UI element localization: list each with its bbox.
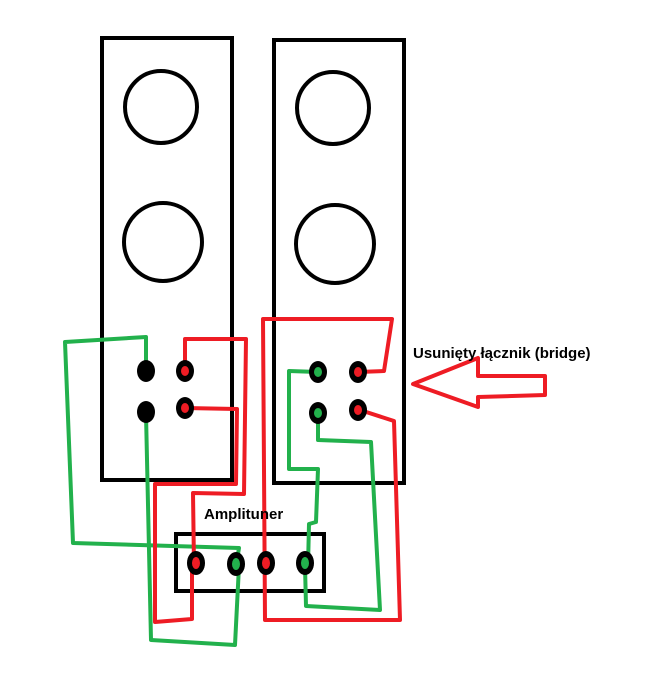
- left-terminal-negative-bottom: [137, 401, 155, 423]
- left-terminal-positive-top-dot: [181, 366, 189, 376]
- bridge-removed-label: Usunięty łącznik (bridge): [413, 345, 591, 362]
- amp-terminal-3-dot: [262, 557, 270, 569]
- right-terminal-negative-bottom-dot: [314, 408, 322, 418]
- amplituner-box: [174, 532, 326, 593]
- green-wire-left-top-to-amp: [63, 335, 241, 568]
- left-terminal-negative-top: [137, 360, 155, 382]
- green-wire-right-bottom-to-amp: [303, 412, 382, 612]
- red-wire-right-top-to-amp: [261, 317, 402, 622]
- amp-terminal-1-dot: [192, 557, 200, 569]
- arrow-left-icon: [411, 356, 547, 409]
- amplituner-terminals: [187, 551, 314, 576]
- left-speaker-woofer: [122, 201, 204, 283]
- right-speaker-tweeter: [295, 70, 371, 146]
- right-speaker: [272, 38, 406, 485]
- positive-wires: [153, 317, 402, 624]
- amp-terminal-4-dot: [301, 557, 309, 569]
- right-terminal-positive-top-dot: [354, 367, 362, 377]
- amp-terminal-2-dot: [232, 558, 240, 570]
- negative-wires: [63, 335, 382, 647]
- right-speaker-cabinet: [272, 38, 406, 485]
- left-speaker: [100, 36, 234, 482]
- right-terminal-negative-top-dot: [314, 367, 322, 377]
- green-wire-right-top-to-amp: [287, 369, 320, 568]
- right-speaker-terminals: [309, 361, 367, 424]
- left-speaker-terminals: [137, 360, 194, 423]
- right-terminal-positive-bottom-dot: [354, 405, 362, 415]
- green-wire-left-bottom-to-amp: [144, 412, 241, 647]
- right-speaker-woofer: [294, 203, 376, 285]
- red-wire-left-top-to-amp: [183, 337, 248, 568]
- left-terminal-positive-bottom-dot: [181, 403, 189, 413]
- red-wire-left-bottom-to-amp: [153, 406, 239, 624]
- left-speaker-tweeter: [123, 69, 199, 145]
- amplituner-label: Amplituner: [204, 506, 284, 523]
- left-speaker-cabinet: [100, 36, 234, 482]
